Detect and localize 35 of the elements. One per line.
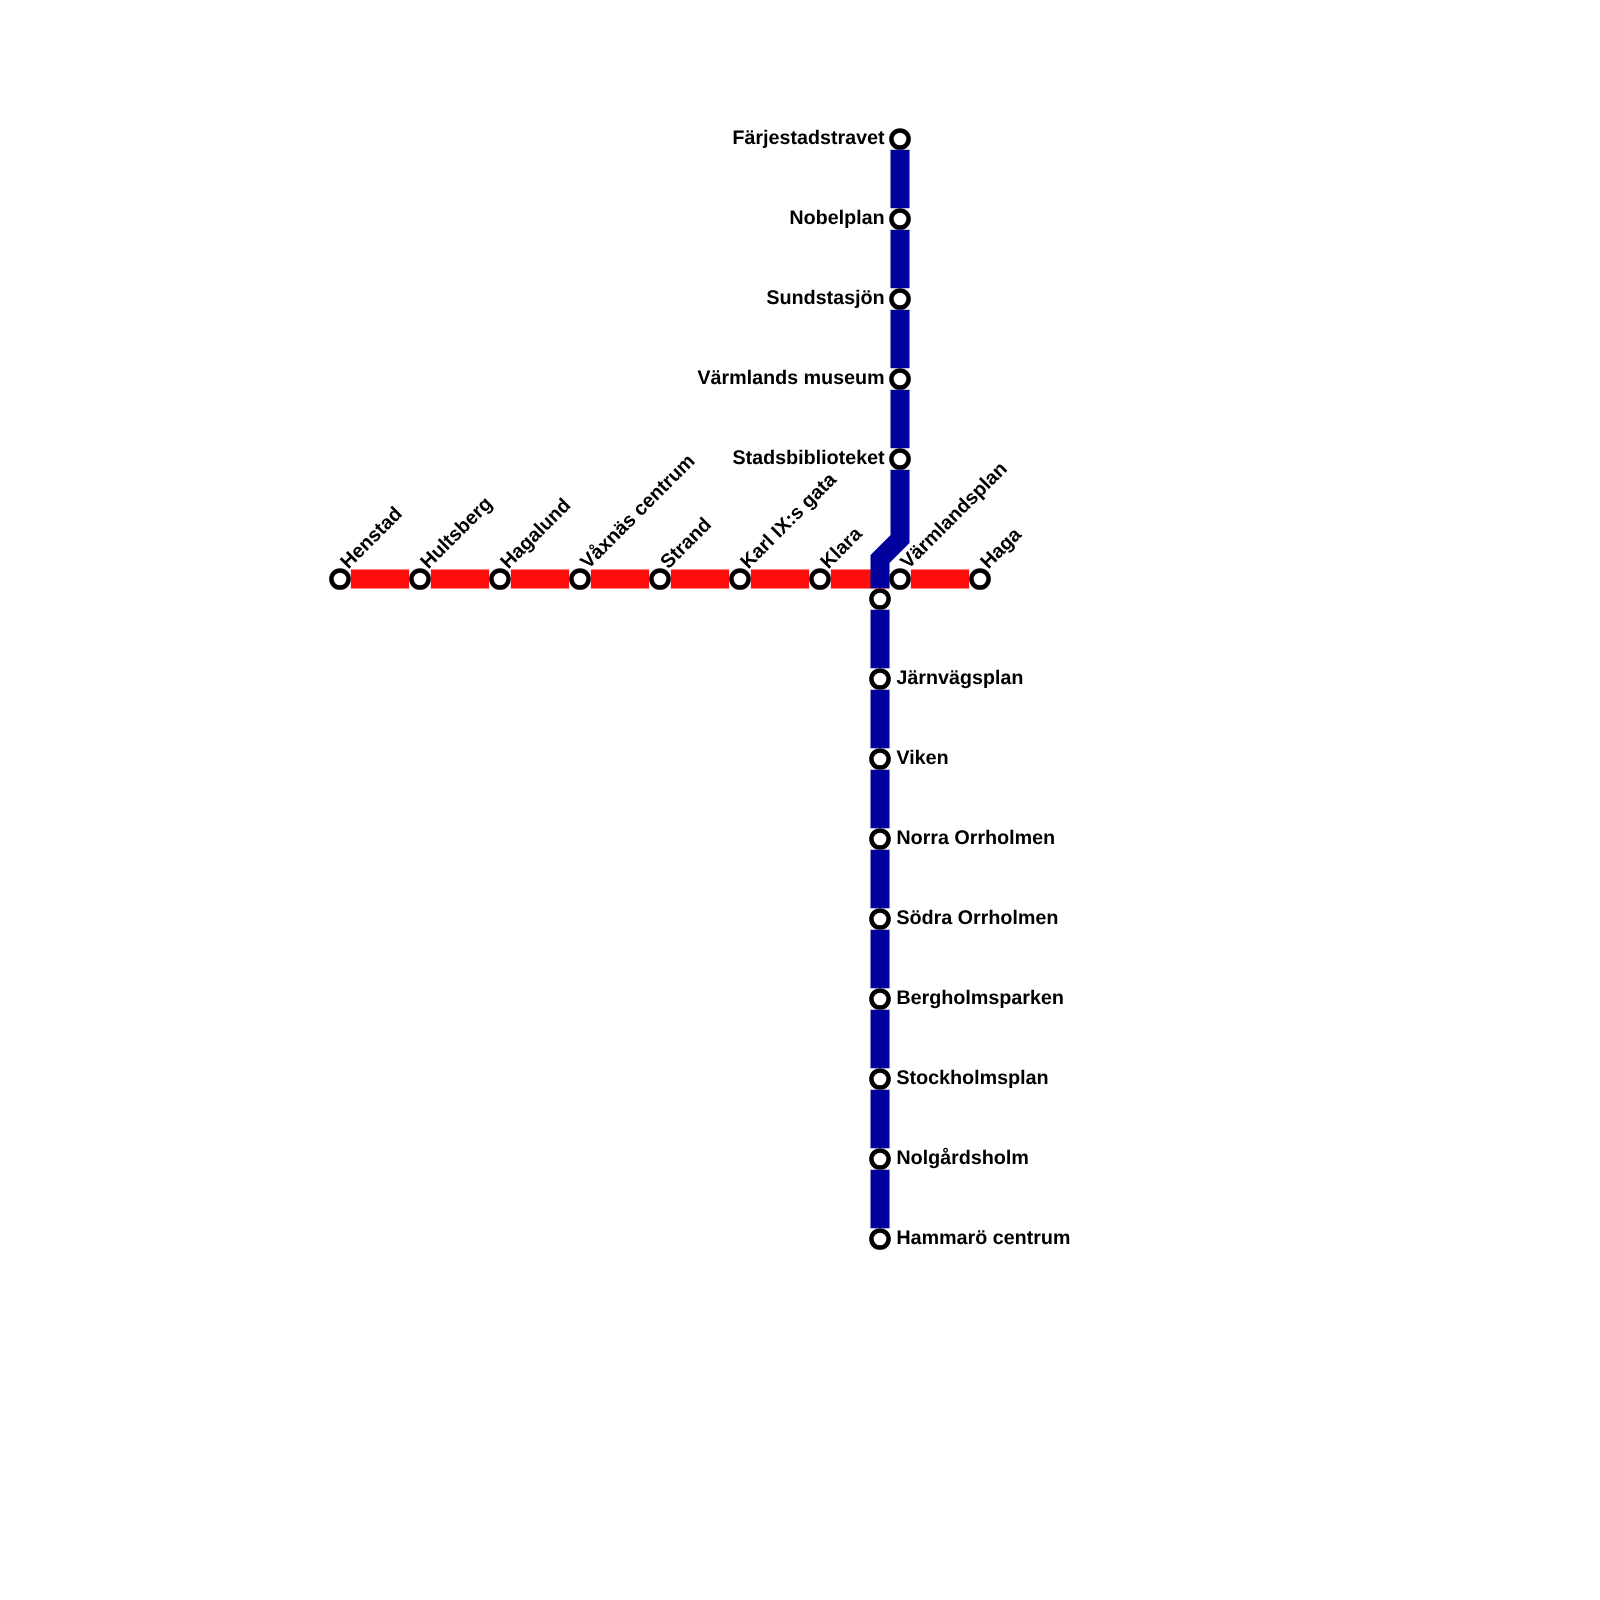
station-name: Nobelplan: [790, 209, 884, 229]
station-name: Nolgårdsholm: [897, 1147, 1028, 1169]
station-name: Järnvägsplan: [896, 669, 1023, 689]
route-line: [870, 689, 890, 749]
route-line: [870, 1089, 890, 1149]
route-line: [890, 149, 910, 209]
station-name: Sundstasjön: [766, 289, 884, 309]
route-line: [750, 569, 810, 589]
station-marker: [869, 588, 891, 610]
route-line: [590, 569, 650, 589]
route-line: [870, 1169, 890, 1229]
route-line: [350, 569, 410, 589]
station-name: Stockholmsplan: [897, 1069, 1048, 1089]
route-line: [830, 569, 890, 589]
station-name: Färjestadstravet: [733, 129, 885, 149]
station-name: Södra Orrholmen: [897, 909, 1058, 925]
station-name: Viken: [896, 749, 948, 765]
route-line: [430, 569, 490, 589]
route-line: [870, 929, 890, 989]
route-line: [870, 609, 890, 669]
station-name: Bergholmsparken: [897, 989, 1063, 1009]
station-name: Värmlands museum: [697, 369, 884, 385]
route-line: [870, 769, 890, 829]
station-name: Norra Orrholmen: [897, 829, 1054, 845]
route-line: [670, 569, 730, 589]
route-line: [510, 569, 570, 589]
route-line: [870, 849, 890, 909]
route-line: [910, 569, 970, 589]
route-line: [890, 229, 910, 289]
station-name: Hammarö centrum: [897, 1230, 1070, 1245]
route-line: [870, 1009, 890, 1069]
route-line: [890, 309, 910, 369]
station-name: Stadsbiblioteket: [733, 449, 885, 465]
route-line: [890, 389, 910, 449]
route-line: [870, 469, 910, 589]
